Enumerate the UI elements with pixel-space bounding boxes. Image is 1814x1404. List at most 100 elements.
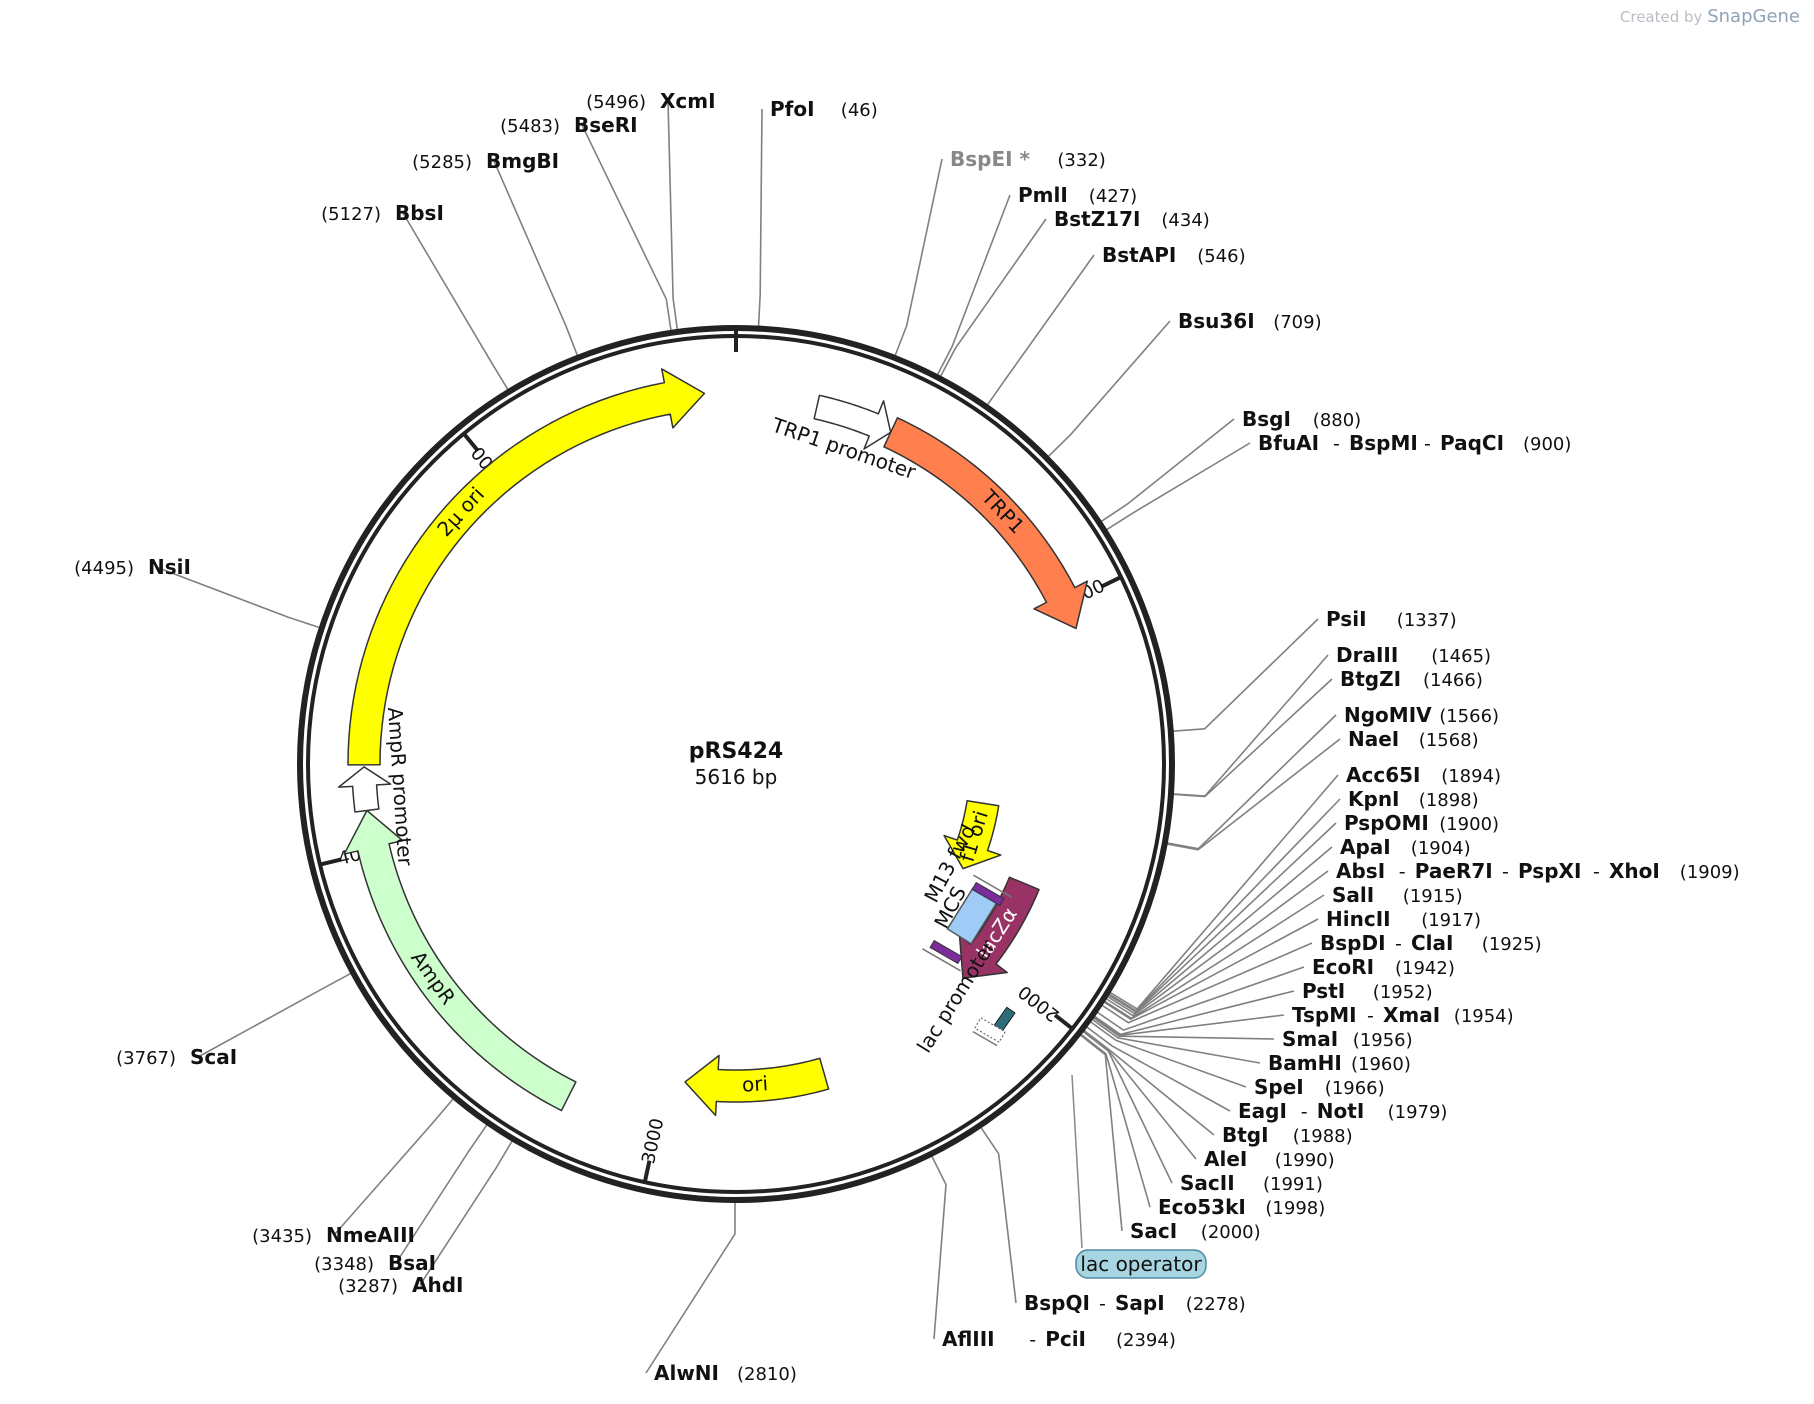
site-spei[interactable]: SpeI(1966) — [1254, 1075, 1385, 1099]
tick-mark — [462, 432, 480, 452]
site-name: XmaI — [1383, 1003, 1440, 1027]
site-bstapi[interactable]: BstAPI(546) — [1102, 243, 1246, 267]
site-name: Bsu36I — [1178, 309, 1255, 333]
site-xcmi[interactable]: XcmI(5496) — [586, 89, 715, 113]
site-absi[interactable]: AbsI-PaeR7I-PspXI-XhoI(1909) — [1336, 859, 1740, 883]
site-name: PspXI — [1518, 859, 1581, 883]
feature-ori[interactable]: ori — [684, 1054, 830, 1117]
site-pspomi[interactable]: PspOMI (1900) — [1344, 811, 1499, 835]
site-bamhi[interactable]: BamHI(1960) — [1268, 1051, 1411, 1075]
site-btgzi[interactable]: BtgZI(1466) — [1340, 667, 1483, 691]
leader-line — [395, 1124, 488, 1264]
site-name: NmeAIII — [326, 1223, 415, 1247]
restriction-sites: PfoI(46) BspEI *(332) PmlI(427)BstZ17I(434… — [74, 89, 1740, 1385]
leader-line — [155, 566, 321, 629]
site-smai[interactable]: SmaI(1956) — [1282, 1027, 1413, 1051]
leader-line — [894, 158, 943, 357]
site-acc65i[interactable]: Acc65I(1894) — [1346, 763, 1501, 787]
site-apai[interactable]: ApaI(1904) — [1340, 835, 1471, 859]
site-name: BfuAI — [1258, 431, 1319, 455]
site-afliii[interactable]: AflIII-PciI(2394) — [942, 1327, 1176, 1351]
site-sacii[interactable]: SacII(1991) — [1180, 1171, 1323, 1195]
leader-line — [930, 1155, 947, 1340]
leader-line — [986, 254, 1095, 406]
site-position: (709) — [1273, 312, 1321, 333]
site-position: (3767) — [116, 1048, 176, 1069]
site-bfuai[interactable]: BfuAI-BspMI-PaqCI(900) — [1258, 431, 1571, 455]
site-position: (546) — [1197, 246, 1245, 267]
feature-2-ori[interactable]: 2μ ori — [347, 368, 706, 766]
site-position: (1568) — [1419, 730, 1479, 751]
site-bbsi[interactable]: BbsI(5127) — [321, 201, 444, 225]
site-separator: - — [1029, 1329, 1036, 1351]
lac-operator-badge[interactable]: lac operator — [1071, 1074, 1207, 1279]
site-position: (1900) — [1439, 814, 1499, 835]
site-psti[interactable]: PstI(1952) — [1302, 979, 1433, 1003]
site-position: (2810) — [737, 1364, 797, 1385]
site-leader-lines — [155, 100, 1341, 1374]
site-ecori[interactable]: EcoRI(1942) — [1312, 955, 1455, 979]
site-eagi[interactable]: EagI-NotI(1979) — [1238, 1099, 1447, 1123]
site-bspdi[interactable]: BspDI-ClaI(1925) — [1320, 931, 1542, 955]
leader-line — [645, 1201, 736, 1374]
lac-operator-glyph[interactable] — [972, 1017, 1006, 1047]
m13-fwd-primer[interactable] — [967, 874, 1012, 908]
site-ngomiv[interactable]: NgoMIV(1566) — [1344, 703, 1499, 727]
site-separator: - — [1593, 861, 1600, 883]
feature-label: ori — [741, 1071, 768, 1096]
site-kpni[interactable]: KpnI(1898) — [1348, 787, 1479, 811]
site-tspmi[interactable]: TspMI-XmaI(1954) — [1292, 1003, 1514, 1027]
site-bstz17i[interactable]: BstZ17I(434) — [1054, 207, 1210, 231]
leader-line — [1172, 678, 1333, 798]
site-sali[interactable]: SalI(1915) — [1332, 883, 1463, 907]
site-naei[interactable]: NaeI(1568) — [1348, 727, 1479, 751]
leader-line — [1101, 942, 1313, 1024]
site-eco53ki[interactable]: Eco53kI(1998) — [1158, 1195, 1325, 1219]
site-name: AleI — [1204, 1147, 1247, 1171]
site-name: BseRI — [574, 113, 638, 137]
site-name: PspOMI — [1344, 811, 1429, 835]
site-hincii[interactable]: HincII(1917) — [1326, 907, 1481, 931]
site-position: (1337) — [1397, 610, 1457, 631]
site-name: ScaI — [190, 1045, 237, 1069]
site-bspqi[interactable]: BspQI-SapI(2278) — [1024, 1291, 1246, 1315]
site-position: (900) — [1523, 434, 1571, 455]
feature-ampr[interactable]: AmpR — [343, 809, 577, 1112]
leader-line — [1166, 738, 1341, 851]
site-bsgi[interactable]: BsgI(880) — [1242, 407, 1361, 431]
tick-mark — [1053, 1013, 1074, 1031]
site-draiii[interactable]: DraIII(1465) — [1336, 643, 1491, 667]
leader-line — [197, 972, 352, 1058]
site-name: XcmI — [660, 89, 716, 113]
site-bmgbi[interactable]: BmgBI(5285) — [412, 149, 559, 173]
site-pfoi[interactable]: PfoI(46) — [770, 97, 878, 121]
watermark-prefix: Created by — [1619, 8, 1703, 26]
leader-line — [1103, 918, 1319, 1021]
site-btgi[interactable]: BtgI(1988) — [1222, 1123, 1353, 1147]
site-alwni[interactable]: AlwNI(2810) — [654, 1361, 797, 1385]
site-bsai[interactable]: BsaI(3348) — [314, 1251, 436, 1275]
site-name: EcoRI — [1312, 955, 1374, 979]
site-bsu36i[interactable]: Bsu36I (709) — [1178, 309, 1322, 333]
site-bseri[interactable]: BseRI(5483) — [500, 113, 637, 137]
site-alei[interactable]: AleI(1990) — [1204, 1147, 1335, 1171]
site-name: AbsI — [1336, 859, 1385, 883]
m13-rev-primer[interactable] — [922, 938, 967, 972]
site-position: (1960) — [1351, 1054, 1411, 1075]
feature-f1-ori[interactable]: f1 ori — [943, 800, 1002, 870]
site-psii[interactable]: PsiI(1337) — [1326, 607, 1457, 631]
site-pmli[interactable]: PmlI(427) — [1018, 183, 1137, 207]
site-scai[interactable]: ScaI (3767) — [116, 1045, 237, 1069]
leader-line — [493, 160, 579, 356]
site-bspei[interactable]: BspEI *(332) — [950, 147, 1106, 171]
site-name: DraIII — [1336, 643, 1398, 667]
site-separator: - — [1399, 861, 1406, 883]
site-ahdi[interactable]: AhdI(3287) — [338, 1273, 463, 1297]
site-saci[interactable]: SacI(2000) — [1130, 1219, 1261, 1243]
site-nsii[interactable]: NsiI(4495) — [74, 555, 191, 579]
site-position: (1956) — [1353, 1030, 1413, 1051]
feature-trp1[interactable]: TRP1 — [883, 417, 1089, 630]
site-nmeaiii[interactable]: NmeAIII(3435) — [252, 1223, 415, 1247]
site-name: BspDI — [1320, 931, 1386, 955]
